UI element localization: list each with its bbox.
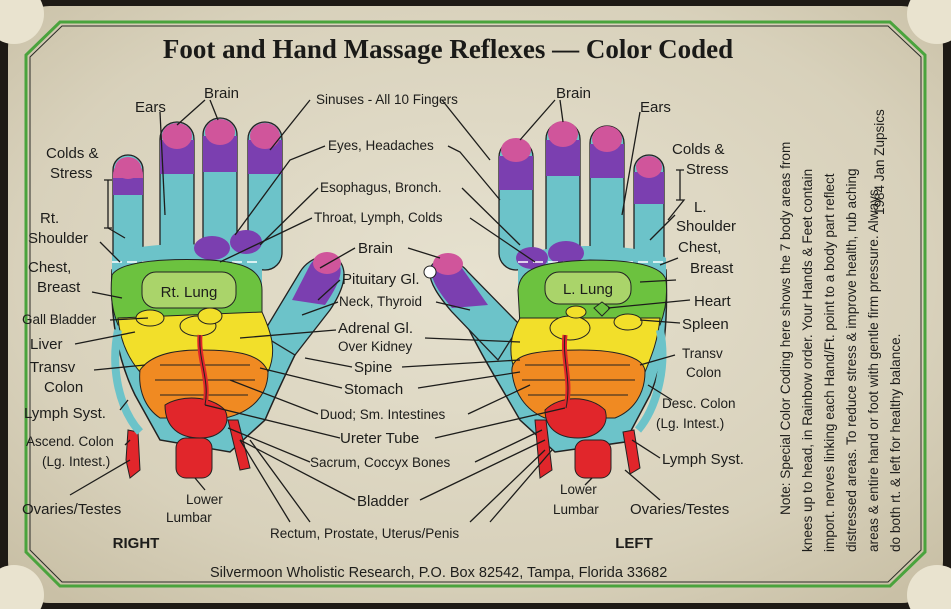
label-pituitary: Pituitary Gl. — [342, 271, 420, 288]
copyright: 1984 Jan Zupsics — [872, 109, 887, 215]
label-lower-right-1: Lower — [186, 492, 223, 507]
corner-br — [907, 565, 951, 609]
right-ring — [159, 121, 195, 273]
label-ascend-2: (Lg. Intest.) — [42, 454, 110, 469]
label-sinuses: Sinuses - All 10 Fingers — [316, 92, 458, 107]
side-note: Note: Special Color Coding here shows th… — [778, 109, 903, 552]
label-colds-right-1: Colds & — [46, 145, 99, 162]
label-colds-left-1: Colds & — [672, 141, 725, 158]
l-lung-label: L. Lung — [563, 281, 613, 298]
label-desc-colon-2: (Lg. Intest.) — [656, 416, 724, 431]
corner-bl — [0, 565, 44, 609]
label-transv-right-1: Transv — [30, 359, 76, 376]
corner-tr — [907, 0, 951, 44]
left-hand-title: LEFT — [615, 535, 653, 552]
label-ureter: Ureter Tube — [340, 430, 419, 447]
label-transv-right-2: Colon — [44, 379, 83, 396]
label-lower-left-1: Lower — [560, 482, 597, 497]
label-lymph-right: Lymph Syst. — [24, 405, 106, 422]
left-middle — [545, 121, 581, 271]
right-hand-title: RIGHT — [113, 535, 160, 552]
label-bladder: Bladder — [357, 493, 409, 510]
right-pinky — [112, 154, 144, 274]
right-thumb — [261, 252, 345, 356]
label-lymph-left: Lymph Syst. — [662, 451, 744, 468]
label-sacrum: Sacrum, Coccyx Bones — [310, 455, 451, 470]
label-throat: Throat, Lymph, Colds — [314, 210, 443, 225]
left-pinky — [633, 154, 665, 274]
side-note-line-3: import. nerves linking each Hand/Ft. poi… — [822, 173, 837, 552]
label-chest-left-2: Breast — [690, 260, 734, 277]
label-liver: Liver — [30, 336, 63, 353]
label-rt-shoulder-1: Rt. — [40, 210, 59, 227]
label-eyes: Eyes, Headaches — [328, 138, 434, 153]
label-spine: Spine — [354, 359, 392, 376]
label-chest-left-1: Chest, — [678, 239, 721, 256]
label-neck-thyroid: Neck, Thyroid — [339, 294, 422, 309]
labels-center: Sinuses - All 10 Fingers Eyes, Headaches… — [270, 92, 459, 541]
side-note-line-2: knees up to head, in Rainbow order. Your… — [800, 169, 815, 552]
label-chest-right-2: Breast — [37, 279, 81, 296]
label-lower-right-2: Lumbar — [166, 510, 212, 525]
label-chest-right-1: Chest, — [28, 259, 71, 276]
right-middle — [202, 117, 238, 271]
label-ears-left: Ears — [640, 99, 671, 116]
label-ovaries-right: Ovaries/Testes — [22, 501, 121, 518]
rt-lung-label: Rt. Lung — [161, 284, 218, 301]
label-transv-left-2: Colon — [686, 365, 721, 380]
labels-left-hand: Brain Ears Colds & Stress L. Shoulder Ch… — [553, 85, 744, 518]
left-hand: L. Lung LEFT — [423, 121, 668, 552]
label-transv-left-1: Transv — [682, 346, 723, 361]
label-lower-left-2: Lumbar — [553, 502, 599, 517]
label-adrenal-2: Over Kidney — [338, 339, 413, 354]
label-esophagus: Esophagus, Bronch. — [320, 180, 442, 195]
label-ovaries-left: Ovaries/Testes — [630, 501, 729, 518]
side-note-line-1: Note: Special Color Coding here shows th… — [778, 142, 793, 515]
footer-address: Silvermoon Wholistic Research, P.O. Box … — [210, 565, 667, 581]
label-rt-shoulder-2: Shoulder — [28, 230, 88, 247]
inner-line — [29, 25, 922, 583]
labels-right-hand: Ears Brain Colds & Stress Rt. Shoulder C… — [22, 85, 239, 525]
label-desc-colon-1: Desc. Colon — [662, 396, 736, 411]
left-thumb — [423, 253, 521, 362]
label-gall-bladder: Gall Bladder — [22, 312, 97, 327]
label-stomach: Stomach — [344, 381, 403, 398]
label-adrenal-1: Adrenal Gl. — [338, 320, 413, 337]
label-brain-top-right: Brain — [204, 85, 239, 102]
label-rectum: Rectum, Prostate, Uterus/Penis — [270, 526, 459, 541]
side-note-line-4: distressed areas. To reduce stress & imp… — [844, 168, 859, 552]
side-note-line-6: do both rt. & left for healthy balance. — [888, 334, 903, 552]
left-ring — [589, 125, 625, 271]
label-duodenum: Duod; Sm. Intestines — [320, 407, 446, 422]
label-ears-right: Ears — [135, 99, 166, 116]
left-index — [498, 138, 534, 271]
label-spleen: Spleen — [682, 316, 729, 333]
leader-lines — [69, 99, 691, 523]
label-heart: Heart — [694, 293, 732, 310]
label-colds-right-2: Stress — [50, 165, 93, 182]
corner-tl — [0, 0, 44, 44]
right-hand: Rt. Lung RIGHT — [110, 117, 345, 552]
side-note-line-5: areas & entire hand or foot with gentle … — [866, 189, 881, 552]
label-brain-top-left: Brain — [556, 85, 591, 102]
label-ascend-1: Ascend. Colon — [26, 434, 114, 449]
page-title: Foot and Hand Massage Reflexes — Color C… — [163, 34, 733, 64]
label-colds-left-2: Stress — [686, 161, 729, 178]
label-l-shoulder-1: L. — [694, 199, 707, 216]
label-brain-mid: Brain — [358, 240, 393, 257]
green-border — [24, 20, 927, 588]
label-l-shoulder-2: Shoulder — [676, 218, 736, 235]
